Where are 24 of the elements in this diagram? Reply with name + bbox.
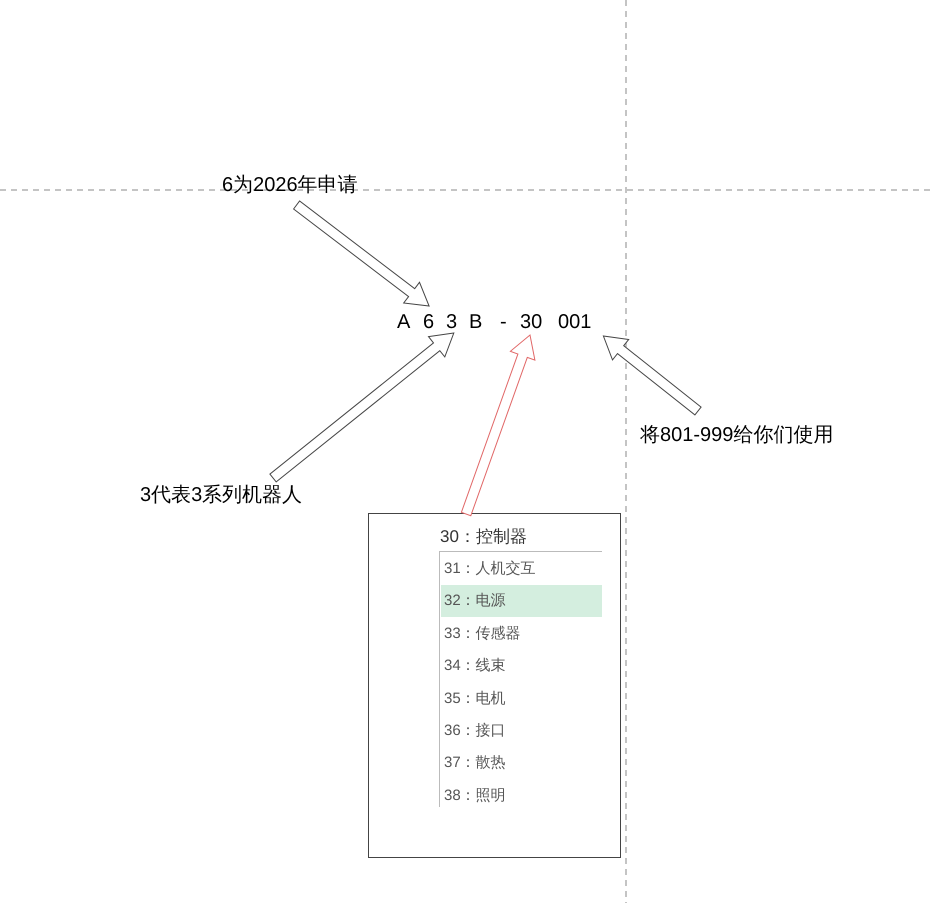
block-arrow (269, 332, 455, 483)
list-item: 37：散热 (444, 753, 506, 774)
list-item: 34：线束 (444, 656, 506, 676)
block-arrow (292, 200, 430, 307)
panel-box (368, 513, 621, 858)
list-item: 38：照明 (444, 786, 506, 806)
block-arrow (460, 334, 536, 516)
list-item: 35：电机 (444, 688, 506, 709)
annotation-text: 3代表3系列机器人 (140, 484, 302, 506)
list-item: 31：人机交互 (444, 559, 536, 579)
code-character: 3 (446, 311, 458, 333)
annotation-text: 6为2026年申请 (222, 174, 358, 196)
code-character: 30 (520, 311, 542, 333)
code-character: B (469, 311, 482, 333)
list-heading: 30：控制器 (440, 526, 527, 548)
annotation-text: 将801-999给你们使用 (640, 424, 834, 446)
code-character: - (500, 311, 507, 333)
list-item: 36：接口 (444, 721, 506, 741)
block-arrow (602, 335, 702, 416)
code-character: A (397, 311, 410, 333)
list-item: 33：传感器 (444, 624, 521, 644)
code-character: 6 (423, 311, 434, 333)
code-character: 001 (558, 311, 592, 333)
list-item-highlighted: 32：电源 (441, 585, 602, 617)
